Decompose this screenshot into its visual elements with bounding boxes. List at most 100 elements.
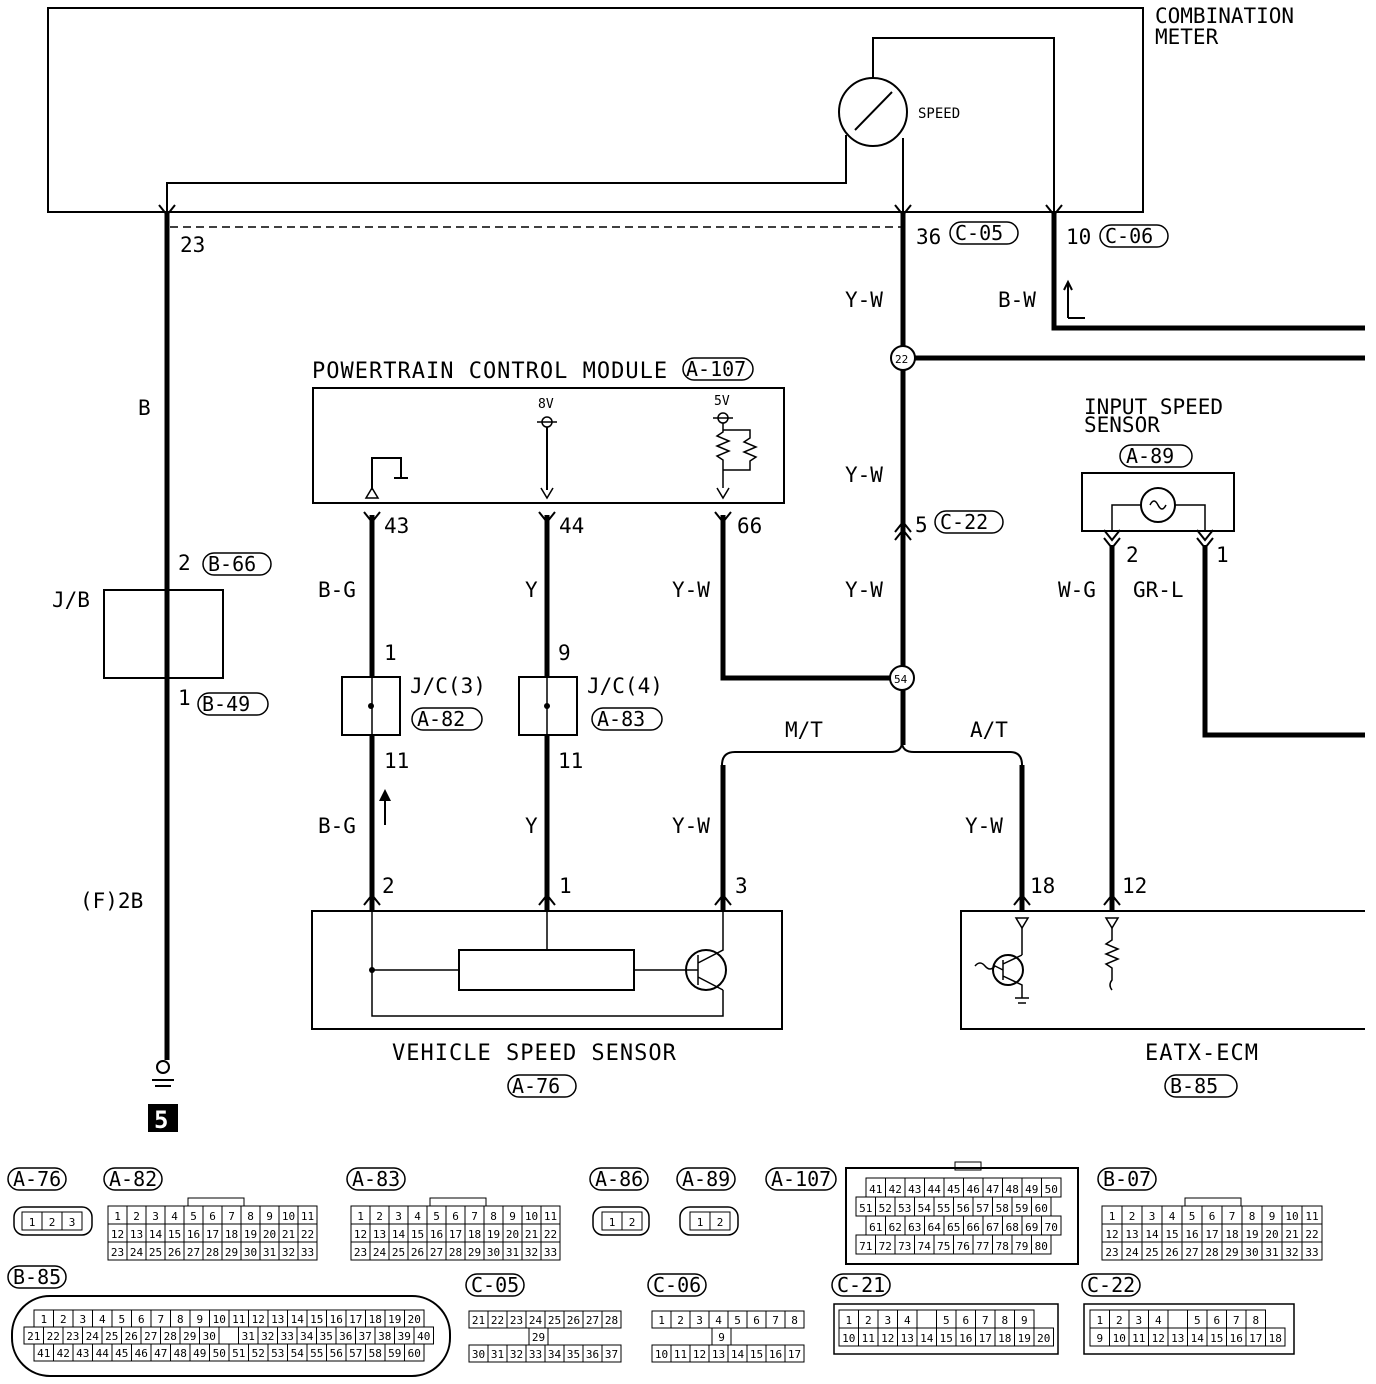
pcm: POWERTRAIN CONTROL MODULE A-107 8V 5V — [312, 357, 785, 504]
connector-pin: 18 — [1269, 1332, 1282, 1345]
connector-pin: 56 — [957, 1202, 970, 1215]
connector-pin: 11 — [674, 1348, 687, 1361]
connector-pin: 55 — [310, 1347, 323, 1360]
connector-pin: 1 — [114, 1210, 121, 1223]
conn-b85-badge — [1164, 1074, 1238, 1098]
connector-pin: 47 — [986, 1183, 999, 1196]
connector-pin: 21 — [1285, 1228, 1298, 1241]
wire-b-g-label-2: B-G — [318, 814, 356, 838]
connector-pin: 26 — [1165, 1246, 1178, 1259]
connector-pin: 35 — [320, 1330, 333, 1343]
connector-pin: 16 — [1185, 1228, 1198, 1241]
connector-pin: 33 — [544, 1246, 557, 1259]
connector-pin: 32 — [1285, 1246, 1298, 1259]
connector-pin: 6 — [209, 1210, 216, 1223]
connector-pin: 30 — [472, 1348, 485, 1361]
pcm-pullup-resistor-icon — [715, 423, 731, 488]
conn-b66-badge — [202, 552, 272, 576]
connector-pin: 47 — [154, 1347, 167, 1360]
connector-pin: 58 — [369, 1347, 382, 1360]
conn-view-a89-label: A-89 — [682, 1167, 730, 1191]
connector-pin: 49 — [193, 1347, 206, 1360]
connector-pin: 78 — [996, 1240, 1009, 1253]
connector-pin: 26 — [125, 1330, 138, 1343]
conn-a76-badge — [507, 1074, 577, 1098]
connector-pin: 60 — [1035, 1202, 1048, 1215]
connector-pin: 4 — [1155, 1314, 1162, 1327]
connector-pin: 10 — [213, 1313, 226, 1326]
connector-pin: 54 — [918, 1202, 932, 1215]
connector-cavity — [916, 1309, 937, 1329]
connector-pin: 52 — [879, 1202, 892, 1215]
connector-pin: 6 — [1213, 1314, 1220, 1327]
wire-y-label-1: Y — [525, 578, 538, 602]
connector-pin: 2 — [677, 1314, 684, 1327]
connector-pin: 71 — [859, 1240, 872, 1253]
connector-pin: 28 — [206, 1246, 219, 1259]
pcm-8v-label: 8V — [538, 397, 554, 412]
connector-pin: 4 — [99, 1313, 106, 1326]
connector-pin: 2 — [49, 1216, 56, 1229]
connector-pin: 23 — [66, 1330, 79, 1343]
conn-c22-badge — [934, 510, 1004, 534]
connector-pin: 1 — [845, 1314, 852, 1327]
conn-a82-badge — [411, 707, 483, 731]
connector-pin: 8 — [1249, 1210, 1256, 1223]
connector-pin: 7 — [471, 1210, 478, 1223]
direction-arrow-icon — [1063, 279, 1085, 319]
connector-pin: 16 — [430, 1228, 443, 1241]
connector-pin: 36 — [586, 1348, 599, 1361]
connector-pin: 60 — [408, 1347, 421, 1360]
ground-wire-label: (F)2B — [80, 889, 143, 913]
jc4-label: J/C(4) — [587, 674, 663, 698]
connector-pin: 9 — [1021, 1314, 1028, 1327]
connector-pin: 4 — [1169, 1210, 1176, 1223]
connector-pin: 9 — [1096, 1332, 1103, 1345]
branch-at: A/T — [970, 718, 1008, 742]
ground-point-icon — [156, 1060, 170, 1074]
vss-sensor-element — [458, 949, 635, 991]
conn-a89: A-89 — [1126, 444, 1174, 468]
connector-pin: 56 — [330, 1347, 343, 1360]
connector-pin: 18 — [1225, 1228, 1238, 1241]
connector-pin: 76 — [957, 1240, 970, 1253]
connector-pin: 14 — [920, 1332, 934, 1345]
pin-44-terminal — [538, 511, 556, 524]
connector-pin: 17 — [979, 1332, 992, 1345]
connector-pin: 15 — [168, 1228, 181, 1241]
connector-pin: 27 — [586, 1314, 599, 1327]
connector-pin: 2 — [376, 1210, 383, 1223]
connector-pin: 21 — [525, 1228, 538, 1241]
conn-a107: A-107 — [686, 357, 746, 381]
connector-pin: 32 — [525, 1246, 538, 1259]
conn-view-a89-badge — [676, 1167, 736, 1191]
connector-pin: 68 — [1006, 1221, 1019, 1234]
connector-cavity — [404, 1343, 425, 1362]
connector-pin: 3 — [884, 1314, 891, 1327]
connector-pin: 6 — [1209, 1210, 1216, 1223]
connector-pin: 23 — [1105, 1246, 1118, 1259]
connector-pin: 8 — [247, 1210, 254, 1223]
connector-pin: 18 — [369, 1313, 382, 1326]
connector-pin: 7 — [1229, 1210, 1236, 1223]
connector-pin: 25 — [105, 1330, 118, 1343]
connector-pin: 61 — [869, 1221, 882, 1234]
connector-pin: 34 — [300, 1330, 314, 1343]
connector-pin: 7 — [772, 1314, 779, 1327]
connector-pin: 8 — [791, 1314, 798, 1327]
connector-pin: 16 — [769, 1348, 782, 1361]
connector-pin: 3 — [696, 1314, 703, 1327]
connector-pin: 12 — [252, 1313, 265, 1326]
connector-pin: 7 — [1233, 1314, 1240, 1327]
connector-pin: 13 — [373, 1228, 386, 1241]
pin-10: 10 — [1066, 225, 1091, 249]
splice-54-label: 54 — [894, 673, 908, 686]
connector-pin: 21 — [27, 1330, 40, 1343]
conn-c06-badge — [1099, 224, 1169, 248]
conn-a76: A-76 — [512, 1074, 560, 1098]
connector-pin: 31 — [506, 1246, 519, 1259]
connector-pin: 2 — [1116, 1314, 1123, 1327]
connector-pin: 1 — [609, 1216, 616, 1229]
connector-pin: 9 — [1269, 1210, 1276, 1223]
